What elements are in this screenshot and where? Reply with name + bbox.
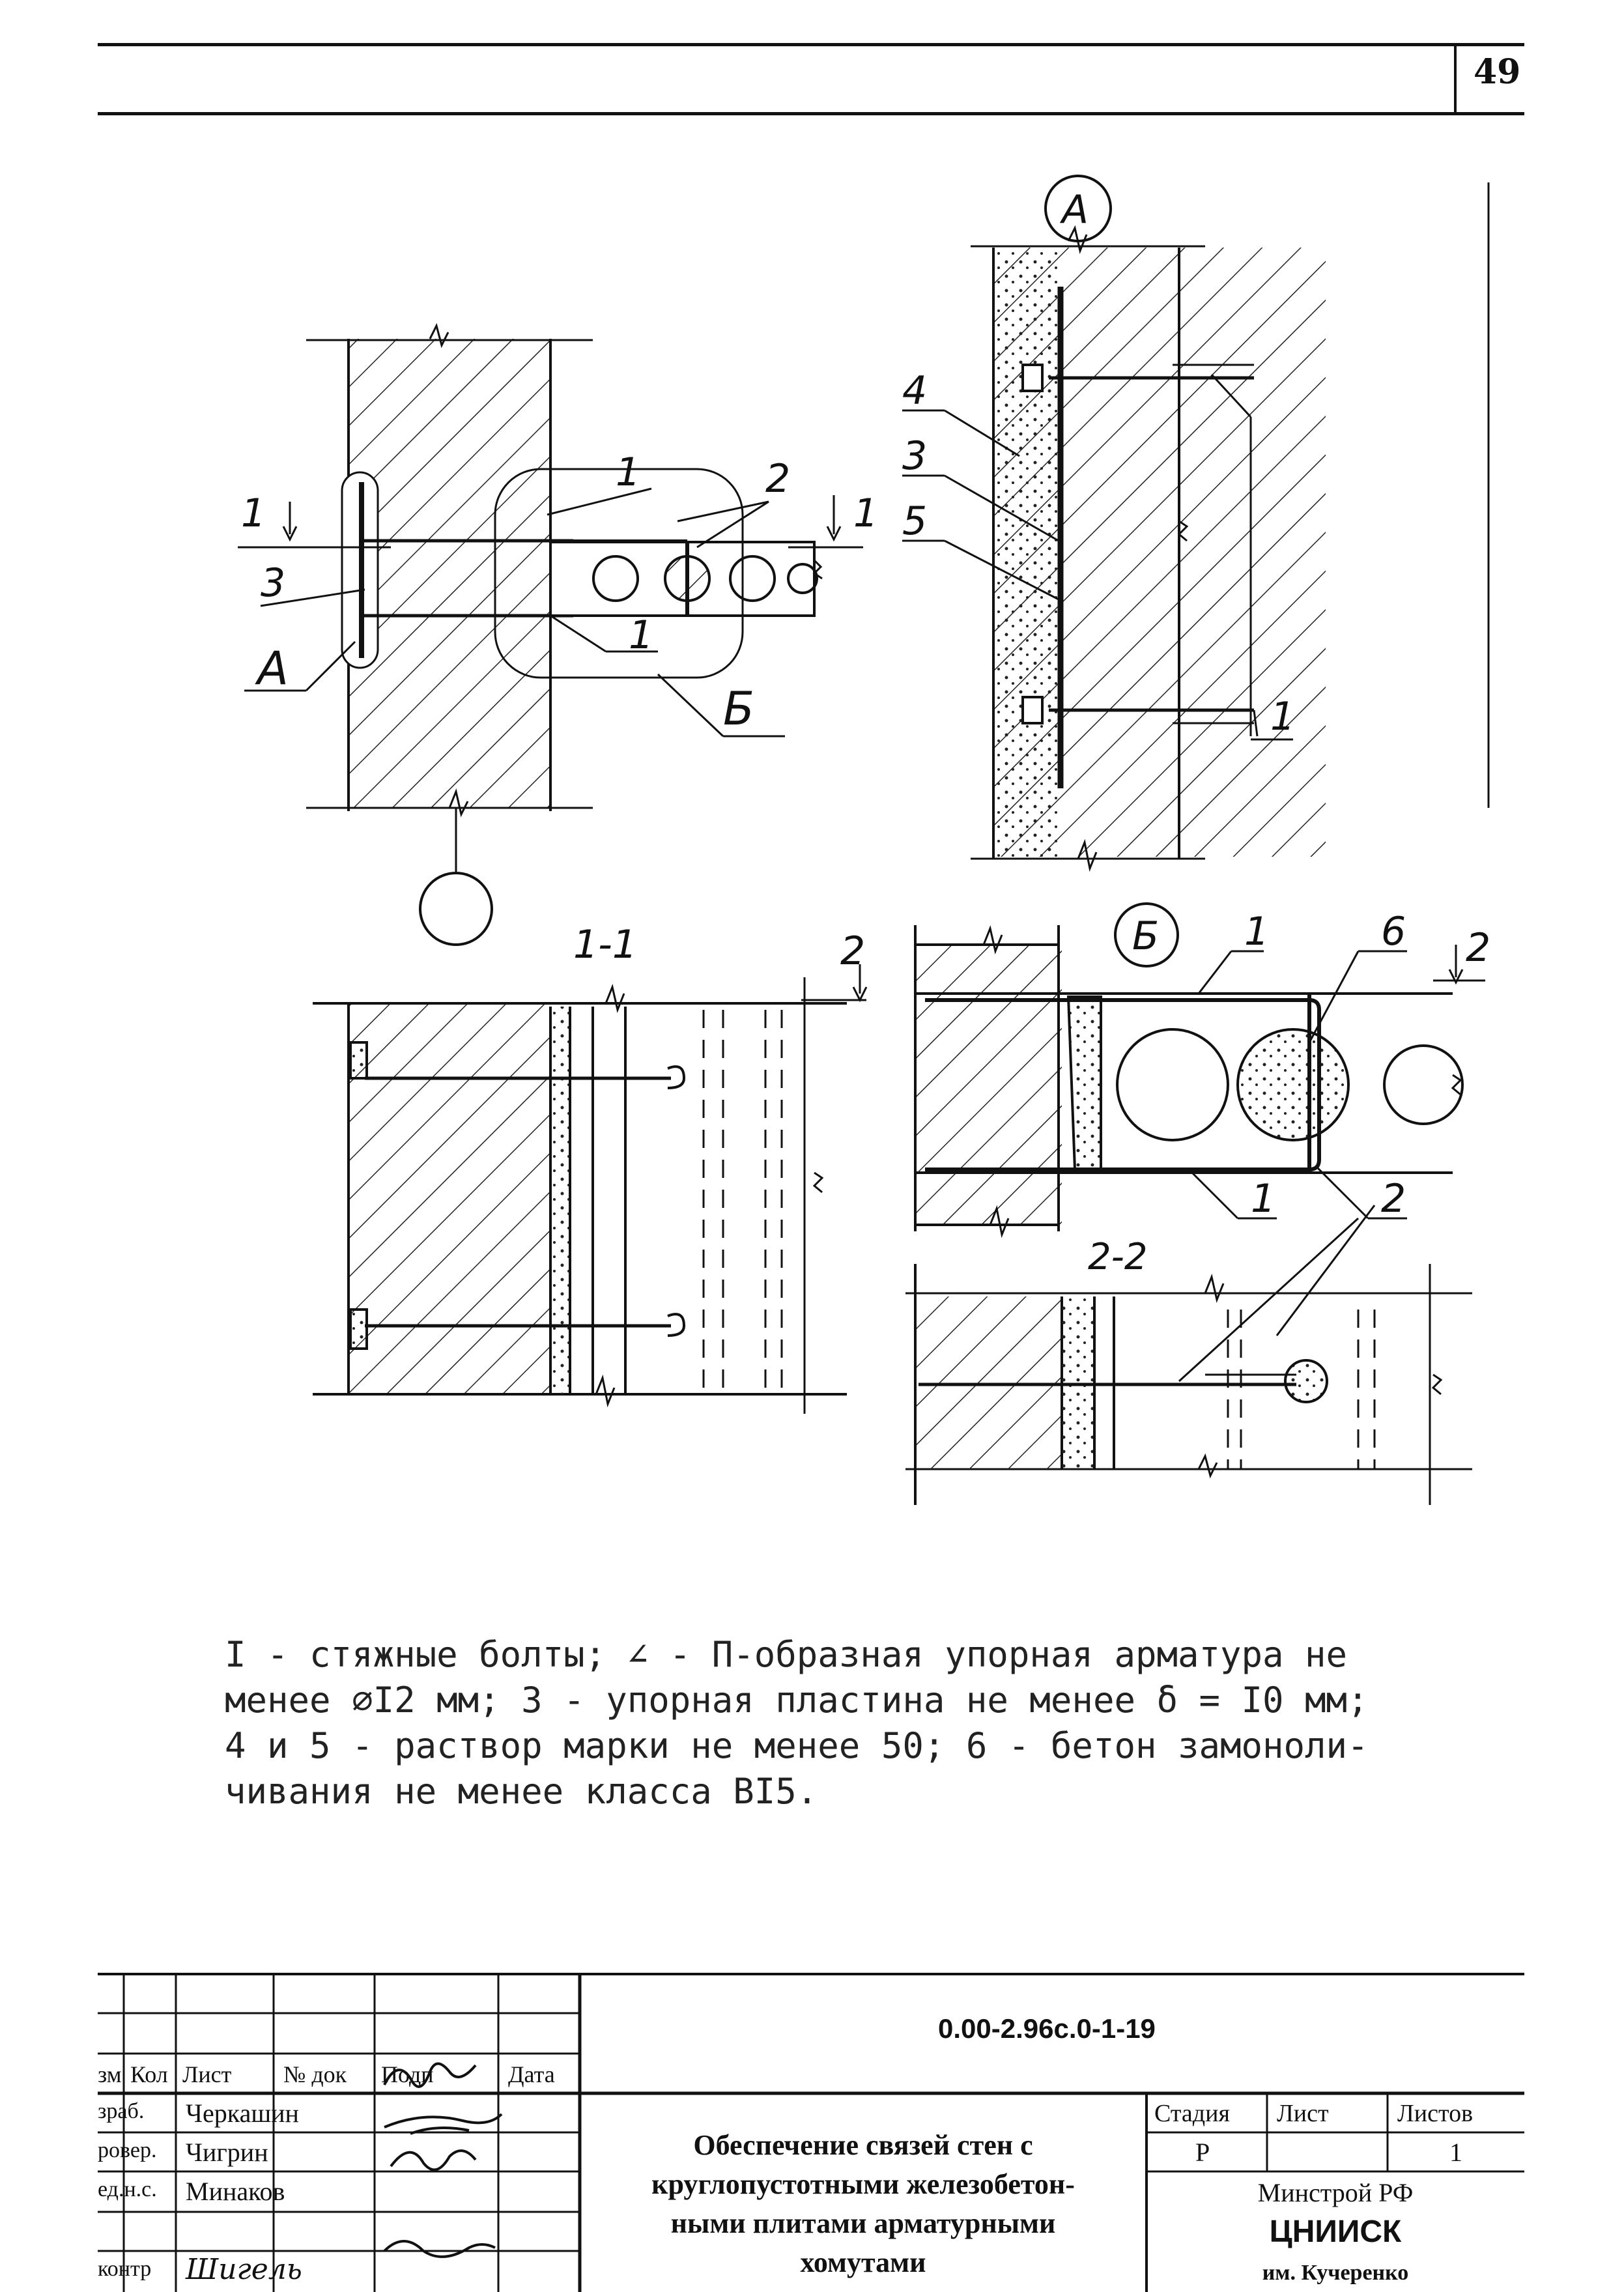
technical-drawing: 1 1 1 2 3 1 А Б xyxy=(238,175,1490,1505)
org-institute: ЦНИИСК xyxy=(1269,2214,1402,2249)
org-ministry: Минстрой РФ xyxy=(1257,2178,1414,2207)
label-plan-2: 2 xyxy=(765,456,790,502)
sheets-header: Листов xyxy=(1397,2100,1474,2127)
label-detb-6: 6 xyxy=(1381,909,1406,954)
sheets-value: 1 xyxy=(1449,2138,1462,2167)
detail-a xyxy=(902,175,1490,872)
label-section-2: 2 xyxy=(840,928,865,974)
notes-line-3: 4 и 5 - раствор марки не менее 50; 6 - б… xyxy=(225,1725,1369,1766)
org-named-after: им. Кучеренко xyxy=(1262,2261,1409,2285)
role-checker: ровер. xyxy=(98,2138,157,2162)
header-bottom-rule xyxy=(98,112,1524,115)
col-header-kol: Кол xyxy=(130,2061,168,2087)
label-section1-left: 1 xyxy=(241,491,266,536)
drawing-title-line-2: круглопустотными железобетон- xyxy=(651,2168,1075,2200)
name-checker: Чигрин xyxy=(186,2138,268,2167)
drawing-title-line-4: хомутами xyxy=(800,2246,926,2278)
label-plan-b: Б xyxy=(723,682,754,736)
col-header-data: Дата xyxy=(508,2061,555,2087)
notes-line-2: менее ∅I2 мм; 3 - упорная пластина не ме… xyxy=(225,1680,1369,1721)
doc-code: 0.00-2.96с.0-1-19 xyxy=(938,2013,1156,2044)
sheet-header: Лист xyxy=(1277,2100,1329,2127)
name-developer: Черкашин xyxy=(186,2099,299,2128)
col-header-ndok: № док xyxy=(283,2061,347,2087)
role-lead: ед.н.с. xyxy=(98,2177,157,2201)
label-detb-2-bottom: 2 xyxy=(1381,1176,1406,1222)
plan-view xyxy=(238,322,863,946)
label-plan-1b: 1 xyxy=(629,612,653,658)
section-2-2-labels: 2-2 xyxy=(1088,1236,1147,1278)
section-1-1 xyxy=(313,977,847,1414)
label-section1-right: 1 xyxy=(853,491,878,536)
detail-a-labels: А 4 3 5 1 xyxy=(902,187,1295,739)
header-top-rule xyxy=(98,43,1524,46)
label-deta-5: 5 xyxy=(902,498,927,544)
name-lead: Минаков xyxy=(186,2177,285,2206)
detail-b xyxy=(801,902,1485,1382)
col-header-list: Лист xyxy=(182,2061,232,2087)
label-detb-1-bottom: 1 xyxy=(1251,1176,1275,1222)
plan-wall xyxy=(349,339,550,808)
label-section-2-2: 2-2 xyxy=(1088,1236,1147,1278)
page-number: 49 xyxy=(1474,52,1521,92)
label-plan-a: А xyxy=(255,642,289,695)
section-1-1-labels: 1-1 xyxy=(573,922,637,967)
label-deta-3: 3 xyxy=(902,433,927,479)
signatures xyxy=(383,2062,503,2258)
section-2-2 xyxy=(905,1264,1472,1505)
role-developer: зраб. xyxy=(98,2099,145,2123)
label-deta-1: 1 xyxy=(1270,694,1295,739)
notes-caption: I - стяжные болты; ∠ - П-образная упорна… xyxy=(225,1632,1397,1814)
stage-value: Р xyxy=(1195,2138,1210,2167)
drawing-title-line-3: ными плитами арматурными xyxy=(670,2207,1056,2239)
label-node-a: А xyxy=(1059,187,1089,233)
header-page-divider xyxy=(1454,43,1457,113)
plan-view-labels: 1 1 1 2 3 1 А Б xyxy=(241,450,878,736)
drawing-title: Обеспечение связей стен с круглопустотны… xyxy=(586,2126,1140,2282)
col-header-podp: Подп xyxy=(381,2061,434,2087)
name-norm-control: Шигель xyxy=(186,2253,302,2286)
role-norm-control: контр xyxy=(98,2257,152,2281)
label-node-b: Б xyxy=(1132,913,1159,959)
col-header-izm: зм xyxy=(98,2061,122,2087)
stage-header: Стадия xyxy=(1154,2100,1230,2127)
notes-line-1: I - стяжные болты; ∠ - П-образная упорна… xyxy=(225,1634,1348,1675)
label-detb-2-right: 2 xyxy=(1466,925,1490,971)
label-plan-1a: 1 xyxy=(616,450,640,495)
plan-node-b-outline xyxy=(494,468,744,679)
detail-a-mortar xyxy=(993,251,1059,857)
label-section-1-1: 1-1 xyxy=(573,922,637,967)
label-plan-3: 3 xyxy=(261,560,285,606)
detail-b-labels: Б 1 6 2 2 1 2 xyxy=(840,909,1490,1222)
drawing-title-line-1: Обеспечение связей стен с xyxy=(693,2129,1033,2161)
notes-line-4: чивания не менее класса BI5. xyxy=(225,1771,818,1812)
label-deta-4: 4 xyxy=(902,368,927,414)
label-detb-1-top: 1 xyxy=(1244,909,1269,954)
